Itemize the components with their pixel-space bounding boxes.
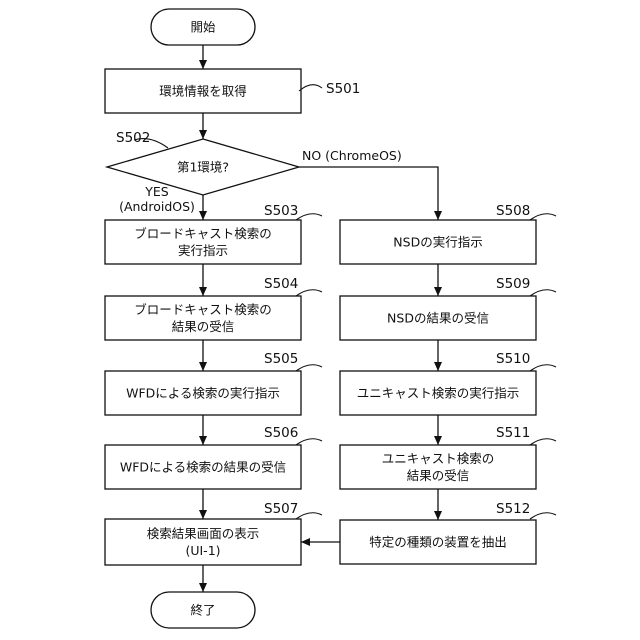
- n507-step-leader: [296, 513, 322, 519]
- n505-text-line-1: WFDによる検索の実行指示: [126, 386, 280, 401]
- n511-step-label: S511: [496, 425, 530, 441]
- edge-s509-to-s510-arrowhead: [434, 362, 442, 371]
- dec502-text-line-1: 第1環境?: [177, 160, 229, 175]
- n501-step-label: S501: [326, 81, 360, 97]
- n511-text-line-1: ユニキャスト検索の: [382, 451, 495, 466]
- n501-text-line-1: 環境情報を取得: [159, 84, 247, 99]
- n507-step-label: S507: [264, 501, 298, 517]
- yes-branch-label-line-2: (AndroidOS): [119, 199, 195, 214]
- edge-s502-yes-to-s503-arrowhead: [199, 211, 207, 220]
- yes-branch-label-line-1: YES: [144, 184, 169, 199]
- n509-step-leader: [530, 290, 556, 296]
- n504-text-line-1: ブロードキャスト検索の: [134, 302, 272, 317]
- n506-step-leader: [296, 439, 322, 445]
- n507-text-line-2: (UI-1): [185, 543, 220, 558]
- n509-text-line-1: NSDの結果の受信: [387, 311, 489, 326]
- edge-s502-no-to-s508: [299, 167, 438, 220]
- n509-step-label: S509: [496, 276, 530, 292]
- n510-step-label: S510: [496, 351, 530, 367]
- dec502-step-label: S502: [116, 130, 150, 146]
- n510-step-leader: [530, 365, 556, 371]
- no-branch-label: NO (ChromeOS): [302, 148, 402, 163]
- edge-s510-to-s511-arrowhead: [434, 436, 442, 445]
- n508-text-line-1: NSDの実行指示: [393, 235, 482, 250]
- edge-s508-to-s509-arrowhead: [434, 287, 442, 296]
- n506-text-line-1: WFDによる検索の結果の受信: [120, 460, 286, 475]
- n503-step-leader: [296, 214, 322, 220]
- edge-s501-to-s502-arrowhead: [199, 130, 207, 139]
- n504-step-leader: [296, 290, 322, 296]
- edge-s507-to-end-arrowhead: [199, 583, 207, 592]
- n503-text-line-1: ブロードキャスト検索の: [134, 226, 272, 241]
- n511-text-line-2: 結果の受信: [407, 468, 470, 483]
- end-text-line-1: 終了: [190, 603, 215, 618]
- n508-step-label: S508: [496, 203, 530, 219]
- edge-start-to-s501-arrowhead: [199, 60, 207, 69]
- n503-text-line-2: 実行指示: [178, 243, 228, 258]
- edge-s512-to-s507-arrowhead: [301, 538, 310, 546]
- start-text-line-1: 開始: [190, 20, 216, 35]
- n512-step-leader: [530, 513, 556, 519]
- n512-text-line-1: 特定の種類の装置を抽出: [369, 535, 507, 550]
- n501-step-leader: [299, 85, 322, 91]
- edge-s511-to-s512-arrowhead: [434, 511, 442, 520]
- n511-step-leader: [530, 439, 556, 445]
- n512-step-label: S512: [496, 501, 530, 517]
- n504-text-line-2: 結果の受信: [172, 319, 235, 334]
- edge-s504-to-s505-arrowhead: [199, 362, 207, 371]
- n504-step-label: S504: [264, 276, 298, 292]
- n506-step-label: S506: [264, 425, 298, 441]
- edge-s505-to-s506-arrowhead: [199, 436, 207, 445]
- edge-s506-to-s507-arrowhead: [199, 510, 207, 519]
- edge-s502-no-to-s508-arrowhead: [434, 211, 442, 220]
- n508-step-leader: [530, 214, 556, 220]
- n507-text-line-1: 検索結果画面の表示: [147, 526, 260, 541]
- n505-step-leader: [296, 365, 322, 371]
- n510-text-line-1: ユニキャスト検索の実行指示: [357, 386, 520, 401]
- n503-step-label: S503: [264, 203, 298, 219]
- edge-s503-to-s504-arrowhead: [199, 287, 207, 296]
- n505-step-label: S505: [264, 351, 298, 367]
